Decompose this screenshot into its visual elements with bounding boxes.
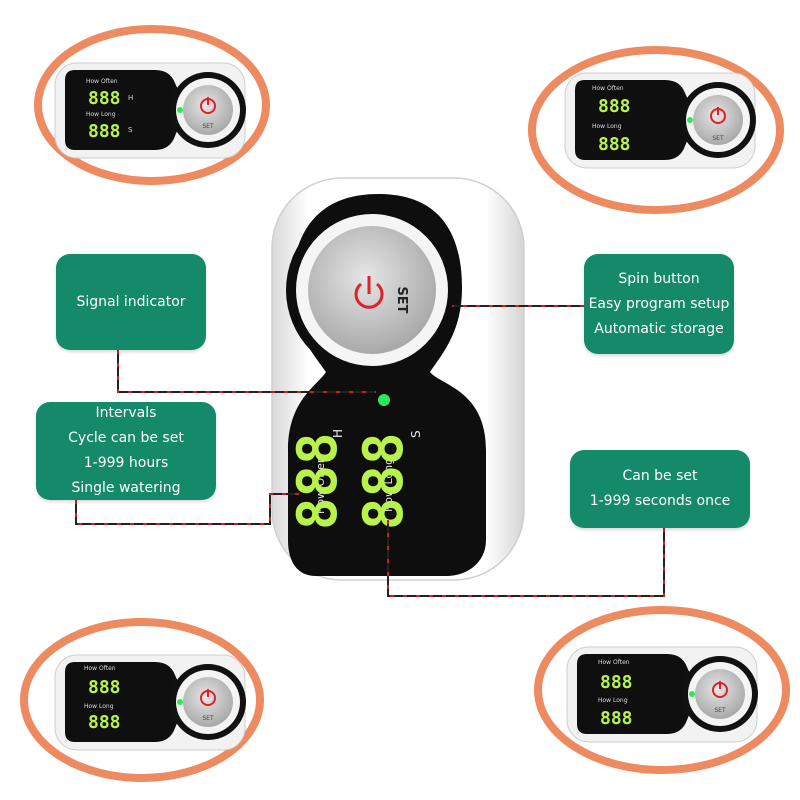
thumbnail-bottom-left: How Often How Long 888 888 SET bbox=[20, 618, 264, 782]
thumb-display-bottom: 888 bbox=[598, 134, 631, 155]
thumb-label-how-long: How Long bbox=[84, 703, 114, 710]
power-icon bbox=[354, 276, 384, 309]
thumbnail-bottom-right: How Often How Long 888 888 SET bbox=[534, 606, 790, 774]
callout-spin-button: Spin button Easy program setup Automatic… bbox=[584, 254, 734, 354]
thumb-label-how-often: How Often bbox=[598, 659, 630, 666]
callout-line: 1-999 hours bbox=[83, 455, 169, 471]
display-how-often: 888 bbox=[286, 432, 349, 530]
callout-line: Cycle can be set bbox=[68, 430, 184, 446]
callout-line: 1-999 seconds once bbox=[589, 493, 731, 509]
callout-line: Intervals bbox=[95, 405, 157, 421]
callout-line: Automatic storage bbox=[594, 320, 724, 337]
callout-line: Easy program setup bbox=[588, 295, 730, 312]
label-how-often: How Often bbox=[314, 456, 327, 514]
label-how-long: How Long bbox=[382, 458, 395, 512]
thumb-set-label: SET bbox=[202, 123, 214, 130]
thumb-label-how-long: How Long bbox=[592, 123, 622, 130]
thumb-display-bottom: 888 bbox=[88, 121, 121, 142]
callout-line: Signal indicator bbox=[76, 293, 186, 310]
thumb-display-top: 888 bbox=[598, 96, 631, 117]
callout-can-be-set: Can be set 1-999 seconds once bbox=[570, 450, 750, 528]
callout-signal-indicator: Signal indicator bbox=[56, 254, 206, 350]
callout-line: Spin button bbox=[618, 270, 700, 287]
unit-seconds: S bbox=[409, 430, 423, 438]
thumb-set-label: SET bbox=[202, 715, 214, 722]
leader-lines bbox=[75, 305, 665, 597]
set-button bbox=[308, 226, 436, 354]
thumb-label-how-often: How Often bbox=[86, 78, 118, 85]
unit-hours: H bbox=[331, 429, 345, 438]
signal-led bbox=[378, 394, 390, 406]
callout-line: Can be set bbox=[622, 468, 698, 484]
callout-intervals: Intervals Cycle can be set 1-999 hours S… bbox=[36, 402, 216, 500]
display-how-long: 888 bbox=[352, 432, 415, 530]
thumb-label-how-long: How Long bbox=[86, 111, 116, 118]
thumb-display-bottom: 888 bbox=[88, 712, 121, 733]
main-device: SET How Often How Long 888 888 H S bbox=[271, 177, 525, 581]
thumb-unit-h: H bbox=[128, 94, 133, 102]
thumbnail-top-right: How Often How Long 888 888 SET bbox=[528, 46, 784, 214]
thumb-label-how-often: How Often bbox=[84, 665, 116, 672]
thumb-set-label: SET bbox=[714, 707, 726, 714]
set-label: SET bbox=[394, 286, 409, 313]
thumb-display-top: 888 bbox=[88, 677, 121, 698]
thumb-display-top: 888 bbox=[600, 672, 633, 693]
thumb-label-how-long: How Long bbox=[598, 697, 628, 704]
thumbnail-top-left: How Often How Long 888 888 H S SET bbox=[34, 25, 270, 185]
callout-line: Single watering bbox=[71, 480, 181, 496]
thumb-display-bottom: 888 bbox=[600, 708, 633, 729]
thumb-display-top: 888 bbox=[88, 88, 121, 109]
thumb-set-label: SET bbox=[712, 135, 724, 142]
thumb-label-how-often: How Often bbox=[592, 85, 624, 92]
thumb-unit-s: S bbox=[128, 126, 133, 134]
